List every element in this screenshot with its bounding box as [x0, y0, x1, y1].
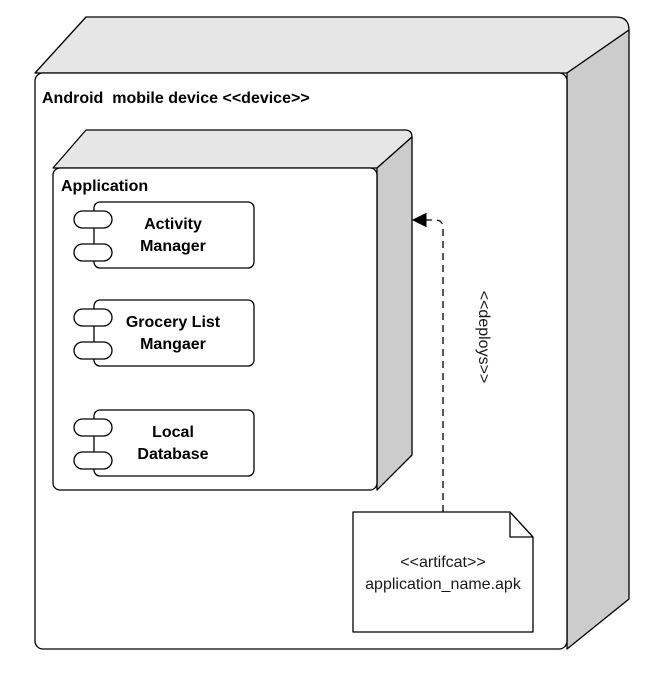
- deploys-dependency[interactable]: <<deploys>>: [411, 212, 492, 513]
- device-node-side-face: [566, 29, 630, 650]
- component-box: [93, 409, 255, 477]
- artifact[interactable]: <<artifcat>> application_name.apk: [352, 511, 534, 633]
- component-box: [93, 299, 255, 367]
- device-node-label: Android mobile device <<device>>: [42, 90, 310, 107]
- component-label-line2: Mangaer: [140, 336, 206, 353]
- component-label-line1: Grocery List: [126, 314, 221, 331]
- component-port-icon: [73, 210, 113, 229]
- artifact-stereotype: <<artifcat>>: [400, 554, 485, 571]
- component-label-line1: Activity: [144, 216, 202, 233]
- artifact-body: [352, 511, 534, 633]
- arrowhead-icon: [411, 212, 427, 228]
- artifact-folded-corner: [509, 512, 533, 538]
- deploys-dashed-line: [424, 219, 444, 512]
- component-label-line2: Database: [137, 446, 208, 463]
- device-node-top-face: [34, 16, 630, 74]
- component-local-database[interactable]: Local Database: [73, 409, 255, 477]
- deploys-label: <<deploys>>: [475, 291, 492, 384]
- component-activity-manager[interactable]: Activity Manager: [73, 201, 255, 269]
- application-node-label: Application: [61, 178, 148, 195]
- component-grocery-list-manager[interactable]: Grocery List Mangaer: [73, 299, 255, 367]
- component-label-line1: Local: [152, 424, 194, 441]
- component-port-icon: [73, 341, 113, 360]
- component-box: [93, 201, 255, 269]
- artifact-name: application_name.apk: [365, 576, 522, 593]
- component-port-icon: [73, 418, 113, 437]
- component-port-icon: [73, 308, 113, 327]
- component-port-icon: [73, 243, 113, 262]
- component-label-line2: Manager: [140, 238, 206, 255]
- component-port-icon: [73, 451, 113, 470]
- application-node-top-face: [52, 129, 413, 169]
- application-node-side-face: [376, 136, 413, 491]
